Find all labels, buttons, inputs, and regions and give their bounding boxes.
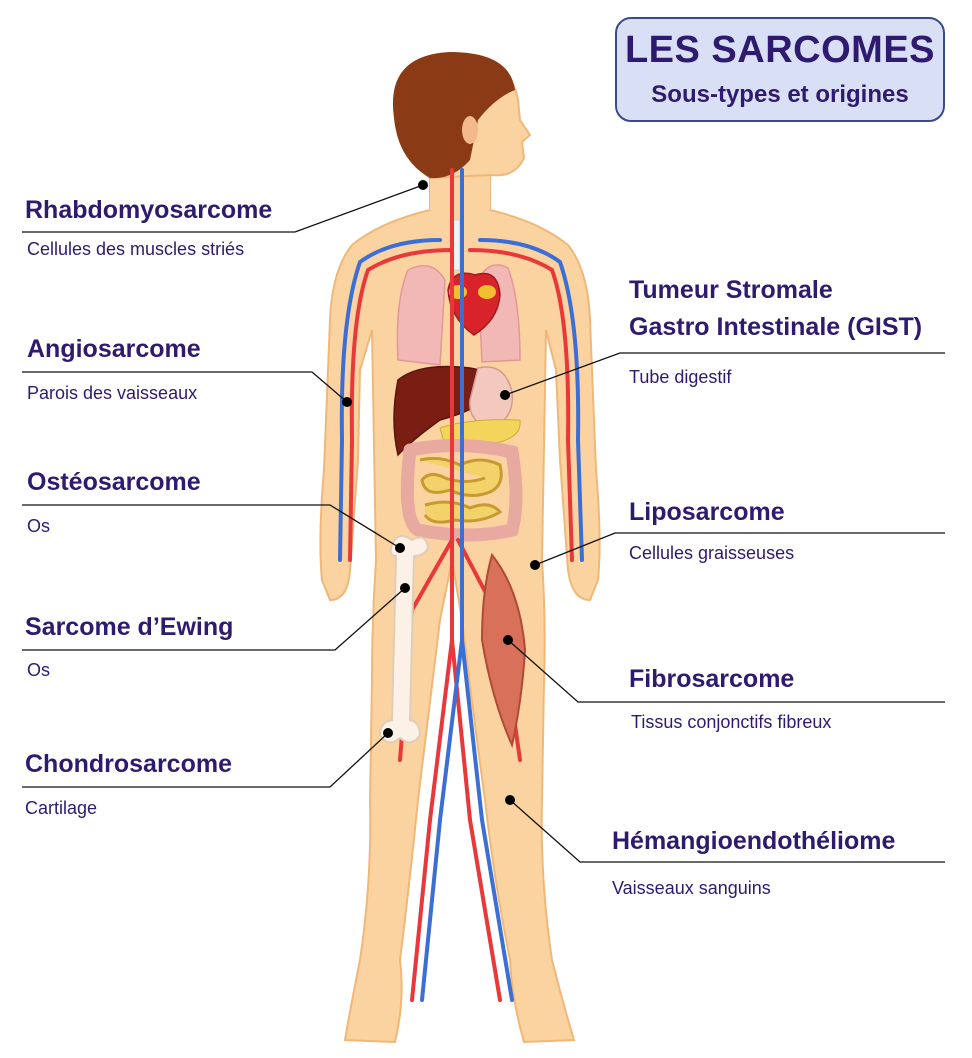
page-subtitle: Sous-types et origines	[651, 81, 909, 108]
leader-lines	[22, 184, 945, 863]
origin-hemangioendotheliome: Vaisseaux sanguins	[612, 878, 771, 898]
origin-liposarcome: Cellules graisseuses	[629, 543, 795, 563]
origin-gist: Tube digestif	[629, 367, 732, 387]
large-intestine	[400, 438, 523, 542]
label-angiosarcome: Angiosarcome	[27, 335, 201, 363]
label-hemangioendotheliome: Hémangioendothéliome	[612, 827, 896, 855]
head	[392, 52, 532, 180]
label-gist-line1: Tumeur Stromale	[629, 276, 833, 304]
ear	[462, 116, 478, 144]
thigh-muscle	[480, 552, 527, 749]
title-box: LES SARCOMES Sous-types et origines	[615, 17, 945, 122]
label-osteosarcome: Ostéosarcome	[27, 468, 201, 496]
origin-fibrosarcome: Tissus conjonctifs fibreux	[631, 712, 832, 732]
origin-chondrosarcome: Cartilage	[25, 798, 98, 818]
label-gist-line2: Gastro Intestinale (GIST)	[629, 313, 923, 341]
origin-osteosarcome: Os	[27, 516, 51, 536]
stomach	[469, 366, 514, 429]
label-rhabdomyosarcome: Rhabdomyosarcome	[25, 196, 273, 224]
page-title: LES SARCOMES	[624, 29, 936, 71]
label-fibrosarcome: Fibrosarcome	[629, 665, 795, 693]
femur	[378, 535, 430, 744]
origin-rhabdomyosarcome: Cellules des muscles striés	[27, 239, 245, 259]
leader-dots	[342, 180, 540, 805]
veins	[338, 168, 584, 1002]
label-liposarcome: Liposarcome	[629, 498, 785, 526]
label-chondrosarcome: Chondrosarcome	[25, 750, 232, 778]
origin-ewing: Os	[27, 660, 51, 680]
label-ewing: Sarcome d’Ewing	[25, 613, 234, 641]
origin-angiosarcome: Parois des vaisseaux	[27, 383, 198, 403]
hair	[392, 52, 515, 179]
